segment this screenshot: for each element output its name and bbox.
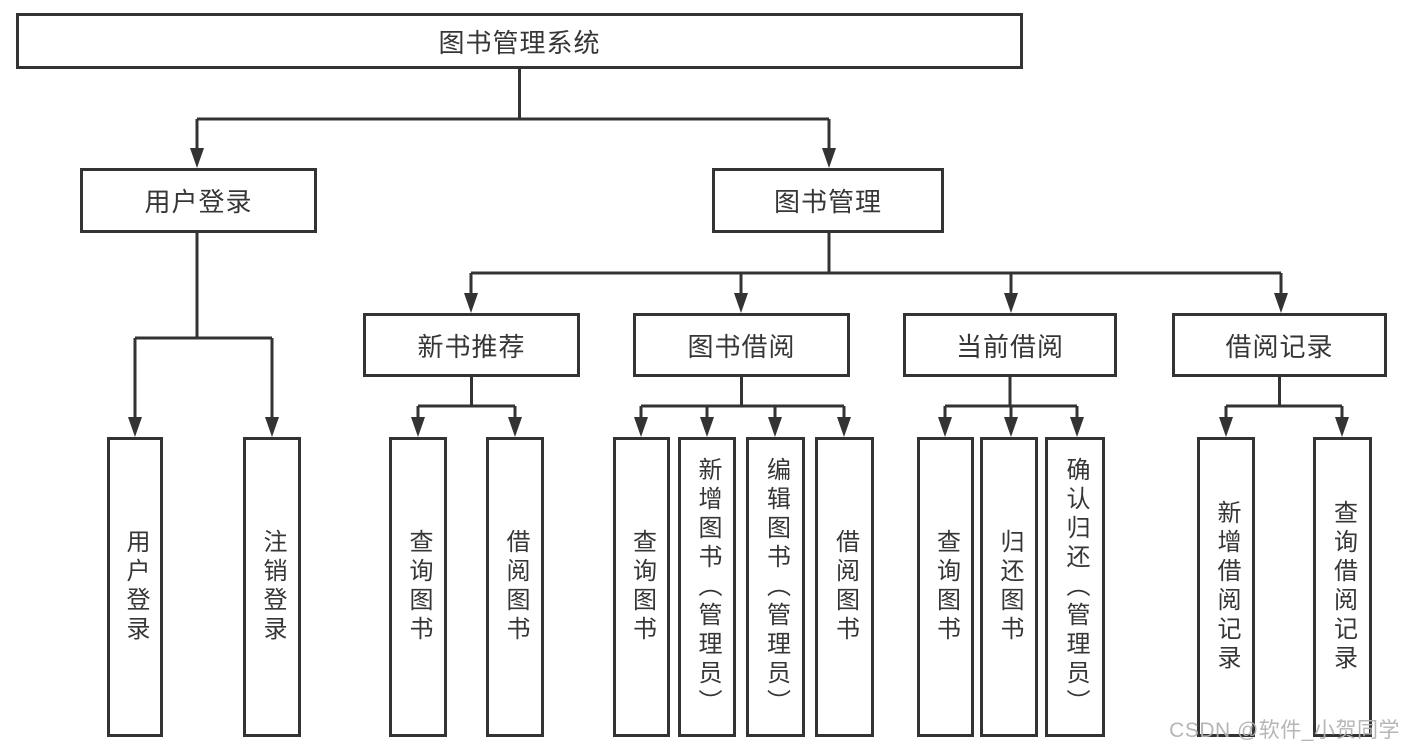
leaf-add-book-admin: 新增图书（管理员） — [678, 437, 736, 737]
node-current-borrowing: 当前借阅 — [903, 313, 1117, 377]
leaf-logout: 注销登录 — [243, 437, 301, 737]
node-user-login: 用户登录 — [80, 168, 317, 233]
leaf-add-borrow-record: 新增借阅记录 — [1197, 437, 1255, 737]
leaf-user-login: 用户登录 — [107, 437, 163, 737]
node-book-management: 图书管理 — [712, 168, 944, 233]
leaf-query-books-recommend: 查询图书 — [389, 437, 447, 737]
leaf-return-book: 归还图书 — [980, 437, 1038, 737]
node-library-management-system: 图书管理系统 — [16, 13, 1023, 69]
leaf-edit-book-admin: 编辑图书（管理员） — [746, 437, 805, 737]
leaf-confirm-return-admin: 确认归还（管理员） — [1045, 437, 1105, 737]
node-borrowing-records: 借阅记录 — [1172, 313, 1387, 377]
csdn-watermark: CSDN @软件_小贺同学 — [1169, 719, 1400, 742]
leaf-query-books-current: 查询图书 — [917, 437, 974, 737]
leaf-borrow-books: 借阅图书 — [815, 437, 874, 737]
leaf-borrow-books-recommend: 借阅图书 — [486, 437, 544, 737]
node-new-book-recommend: 新书推荐 — [363, 313, 580, 377]
node-book-borrowing: 图书借阅 — [633, 313, 850, 377]
leaf-query-books-borrow: 查询图书 — [613, 437, 670, 737]
leaf-query-borrow-record: 查询借阅记录 — [1313, 437, 1372, 737]
